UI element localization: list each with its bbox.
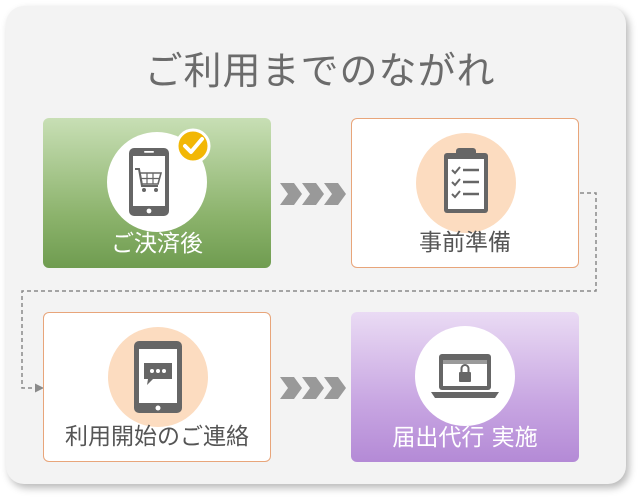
step-icon-circle <box>107 128 211 232</box>
laptop-lock-icon <box>431 354 499 398</box>
step-card-start-notice: 利用開始のご連絡 <box>43 312 271 462</box>
step-label: 利用開始のご連絡 <box>65 424 249 450</box>
step-card-filing-agency: 届出代行 実施 <box>351 312 579 462</box>
step-label: 事前準備 <box>419 230 511 256</box>
step-label: 届出代行 実施 <box>392 425 538 451</box>
clipboard-checklist-icon <box>444 148 488 213</box>
smartphone-cart-icon <box>129 148 169 216</box>
step-card-preparation: 事前準備 <box>351 118 579 268</box>
step-label: ご決済後 <box>111 231 203 257</box>
step-icon-circle <box>108 327 208 427</box>
step-icon-circle <box>415 326 515 426</box>
page-title: ご利用までのながれ <box>144 49 496 93</box>
check-badge-icon <box>175 128 211 164</box>
tablet-message-icon <box>134 341 182 413</box>
step-card-payment: ご決済後 <box>43 118 271 268</box>
triple-chevron-arrow-icon <box>280 377 346 399</box>
step-icon-circle <box>416 133 516 233</box>
triple-chevron-arrow-icon <box>280 183 346 205</box>
